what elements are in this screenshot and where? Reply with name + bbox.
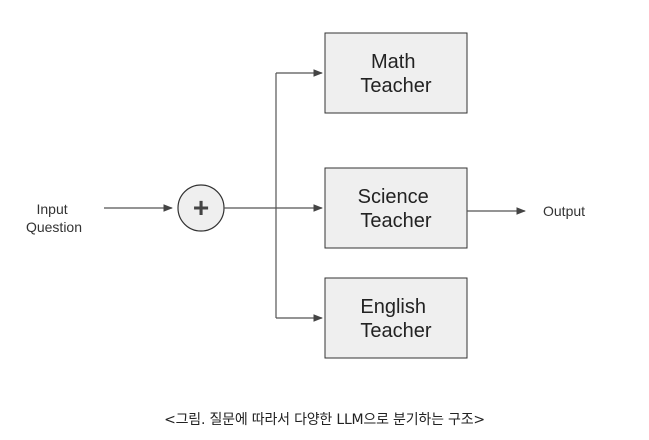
english-teacher-line-1: English: [360, 296, 426, 318]
science-teacher-line-1: Science: [358, 186, 429, 208]
input-label: Input Question: [26, 201, 82, 235]
math-teacher-line-2: Teacher: [360, 75, 431, 97]
english-teacher-line-2: Teacher: [360, 320, 431, 342]
math-teacher-line-1: Math: [371, 51, 415, 73]
plus-icon: +: [193, 192, 209, 223]
box-math-teacher: Math Teacher: [324, 32, 468, 114]
output-label: Output: [543, 203, 585, 219]
box-science-teacher: Science Teacher: [324, 167, 468, 249]
svg-text:Science Teacher: Science Teacher: [358, 186, 435, 232]
figure-caption: <그림. 질문에 따라서 다양한 LLM으로 분기하는 구조>: [164, 412, 485, 428]
svg-text:English Teacher: English Teacher: [360, 296, 432, 342]
box-english-teacher: English Teacher: [324, 277, 468, 359]
svg-text:Math Teacher: Math Teacher: [360, 51, 431, 97]
combiner-node: +: [177, 184, 225, 232]
science-teacher-line-2: Teacher: [360, 210, 431, 232]
